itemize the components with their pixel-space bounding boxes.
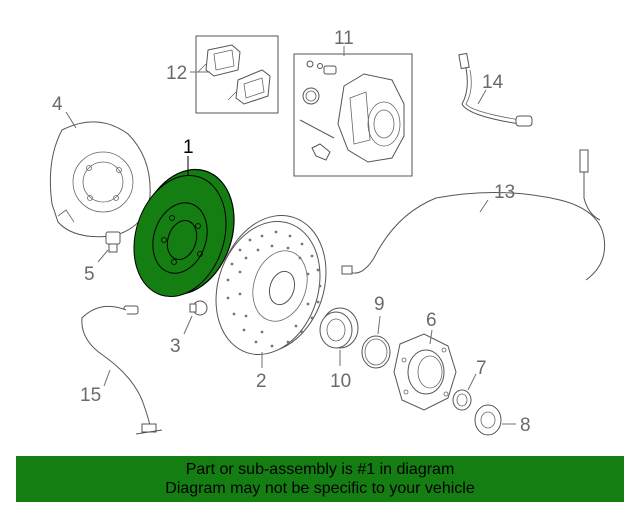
banner-line-2: Diagram may not be specific to your vehi… xyxy=(165,480,475,497)
callout-15: 15 xyxy=(80,385,101,406)
part-15-sensor-cable[interactable] xyxy=(81,305,163,435)
callout-2: 2 xyxy=(256,371,267,392)
part-1-brake-rotor[interactable] xyxy=(119,157,250,309)
part-7-axle-nut[interactable] xyxy=(452,389,472,411)
part-6-wheel-hub[interactable] xyxy=(393,333,457,411)
part-3-small-bolt[interactable] xyxy=(189,300,208,316)
callout-10: 10 xyxy=(330,371,351,392)
callout-7: 7 xyxy=(476,358,487,379)
callout-13: 13 xyxy=(494,182,515,203)
part-4-dust-shield[interactable] xyxy=(49,121,151,238)
callout-14: 14 xyxy=(482,72,504,93)
parts-diagram: 1 2 3 4 5 6 7 8 9 10 11 12 13 14 15 xyxy=(49,28,606,436)
banner-line-1: Part or sub-assembly is #1 in diagram xyxy=(185,461,455,478)
callout-8: 8 xyxy=(520,415,531,436)
callout-1: 1 xyxy=(183,137,194,158)
notice-banner: Part or sub-assembly is #1 in diagram Di… xyxy=(16,456,624,502)
callout-5: 5 xyxy=(84,264,95,285)
part-14-wear-sensor[interactable] xyxy=(458,52,533,127)
callout-9: 9 xyxy=(374,294,385,315)
part-12-brake-pads[interactable] xyxy=(195,35,279,114)
callout-labels: 1 2 3 4 5 6 7 8 9 10 11 12 13 14 15 xyxy=(52,28,531,436)
part-10-bearing[interactable] xyxy=(319,307,359,349)
part-11-caliper[interactable] xyxy=(293,53,413,177)
part-5-bolt[interactable] xyxy=(105,231,121,253)
callout-4: 4 xyxy=(52,94,63,115)
part-8-dust-cap[interactable] xyxy=(474,404,502,436)
callout-6: 6 xyxy=(426,310,437,331)
part-2-drilled-rotor[interactable] xyxy=(199,201,343,368)
leader-lines xyxy=(65,46,516,425)
callout-3: 3 xyxy=(170,336,181,357)
callout-12: 12 xyxy=(166,63,187,84)
callout-11: 11 xyxy=(334,28,354,49)
part-9-snap-ring[interactable] xyxy=(361,335,391,369)
part-13-sensor-cable[interactable] xyxy=(341,149,606,281)
